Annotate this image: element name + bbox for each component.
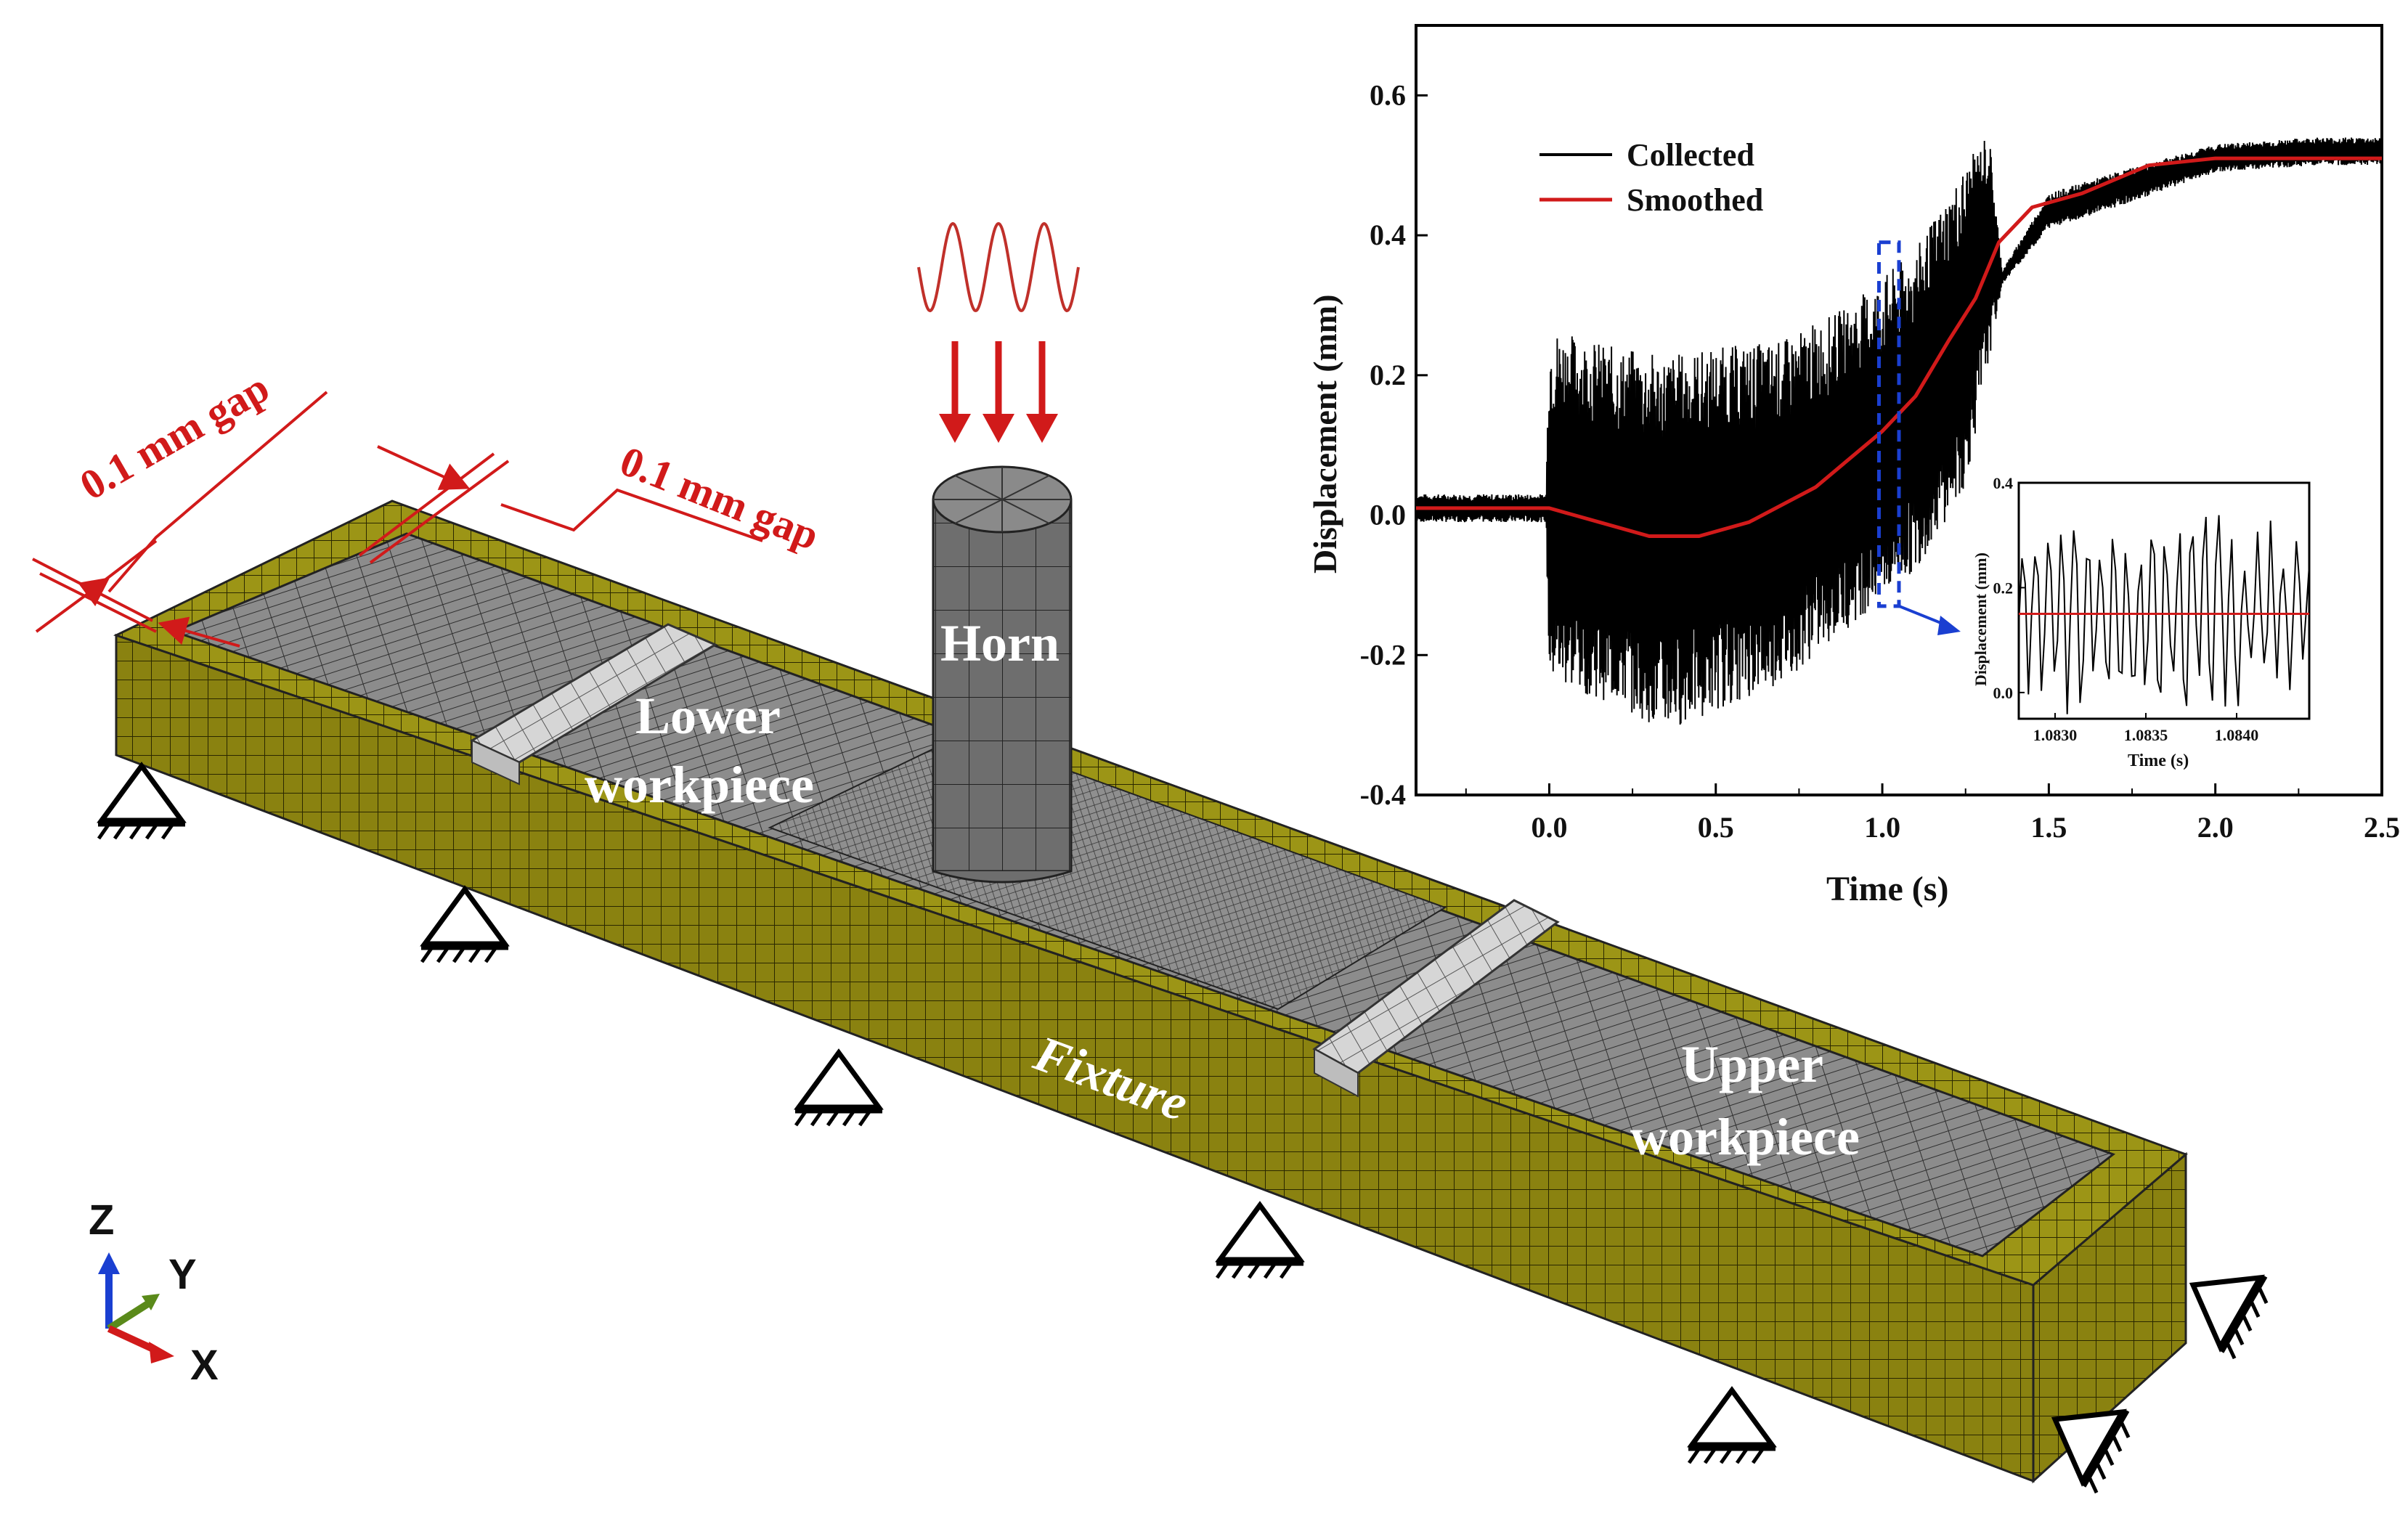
y-tick-label: 0.4	[1370, 219, 1406, 251]
zoom-arrow-head	[1937, 616, 1961, 635]
x-tick-label: 2.5	[2364, 811, 2400, 844]
inset-series-collected-line	[2018, 515, 2310, 714]
support-symbol	[97, 762, 187, 840]
support-base	[2219, 1275, 2268, 1353]
gap-annotation-left	[32, 391, 328, 648]
x-tick-label: 1.0	[1864, 811, 1900, 844]
inset-y-tick-label: 0.0	[1993, 684, 2014, 702]
horn	[932, 465, 1073, 884]
x-tick-label: 0.5	[1698, 811, 1734, 844]
x-tick-label: 1.5	[2030, 811, 2067, 844]
chart-legend: Collected Smoothed	[1539, 137, 1763, 218]
y-tick-label: 0.2	[1370, 359, 1406, 391]
support-triangle	[2051, 1408, 2127, 1487]
lower-workpiece-label-line2: workpiece	[585, 756, 814, 814]
series-collected-line	[1415, 137, 2383, 725]
upper-workpiece-label-line1: Upper	[1681, 1035, 1823, 1093]
x-tick-label: 0.0	[1531, 811, 1567, 844]
inset-ylabel: Displacement (mm)	[1972, 552, 1990, 686]
inset-xlabel: Time (s)	[2128, 751, 2189, 770]
upper-workpiece-label-line2: workpiece	[1630, 1108, 1860, 1166]
gap-annotation-right	[358, 445, 763, 564]
inset-chart: 1.0830 1.0835 1.0840 0.0 0.2 0.4 Time (s) Dis…	[1972, 474, 2311, 770]
gap-label-left: 0.1 mm gap	[72, 364, 277, 509]
support-base	[2081, 1409, 2130, 1488]
support-triangle	[794, 1048, 884, 1110]
chart-ylabel: Displacement (mm)	[1306, 294, 1343, 574]
y-tick-label: -0.2	[1360, 638, 1406, 671]
y-tick-label: 0.6	[1370, 78, 1406, 111]
axis-label-z: Z	[89, 1196, 114, 1244]
gap-label-right: 0.1 mm gap	[614, 437, 826, 559]
spacer-right	[1312, 899, 1560, 1098]
chart-xlabel: Time (s)	[1826, 870, 1948, 908]
support-triangle	[2189, 1274, 2265, 1353]
support-symbol	[2051, 1408, 2131, 1494]
support-symbol	[794, 1048, 884, 1127]
zoom-box	[1876, 240, 1901, 608]
support-triangle	[1687, 1386, 1777, 1448]
support-triangle	[420, 885, 510, 947]
support-triangle	[97, 762, 187, 823]
inset-x-tick-label: 1.0835	[2124, 726, 2168, 744]
y-tick-label: 0.0	[1370, 499, 1406, 531]
lower-workpiece-label-line1: Lower	[635, 687, 781, 745]
y-tick-label: -0.4	[1360, 778, 1406, 811]
inset-frame	[2017, 481, 2311, 720]
horn-label: Horn	[940, 614, 1059, 672]
inset-y-tick-label: 0.4	[1993, 474, 2014, 492]
axis-label-x: X	[190, 1342, 219, 1389]
support-symbol	[420, 885, 510, 963]
series-smoothed-line	[1416, 156, 2382, 538]
axis-triad	[98, 1252, 174, 1363]
legend-label-smoothed: Smoothed	[1627, 182, 1763, 218]
support-symbols	[97, 762, 2269, 1494]
inset-x-tick-label: 1.0830	[2033, 726, 2078, 744]
support-symbol	[1687, 1386, 1777, 1464]
load-arrows	[939, 341, 1058, 443]
legend-label-collected: Collected	[1627, 137, 1754, 173]
support-symbol	[1215, 1201, 1305, 1279]
axis-label-y: Y	[168, 1251, 197, 1298]
x-tick-label: 2.0	[2197, 811, 2234, 844]
support-symbol	[2189, 1274, 2269, 1360]
ultrasonic-wave-icon	[917, 221, 1080, 313]
displacement-chart: 0.0 0.5 1.0 1.5 2.0 2.5 -0.4 -0.2 0.0 0.2 0.4 0.6 T…	[1306, 24, 2400, 908]
inset-x-tick-label: 1.0840	[2215, 726, 2259, 744]
inset-y-tick-label: 0.2	[1993, 579, 2014, 597]
support-triangle	[1215, 1201, 1305, 1263]
spacer-left	[469, 623, 718, 786]
